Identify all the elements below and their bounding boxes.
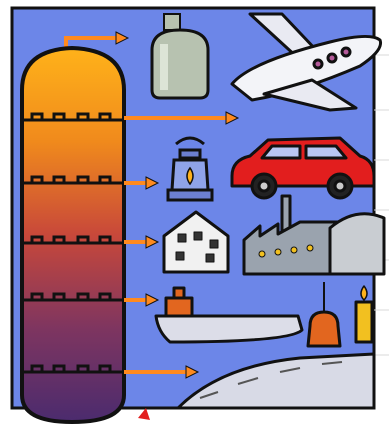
- distillation-column: [22, 48, 124, 422]
- page-rule-lines: [374, 55, 389, 355]
- bottom-marker: [138, 408, 150, 420]
